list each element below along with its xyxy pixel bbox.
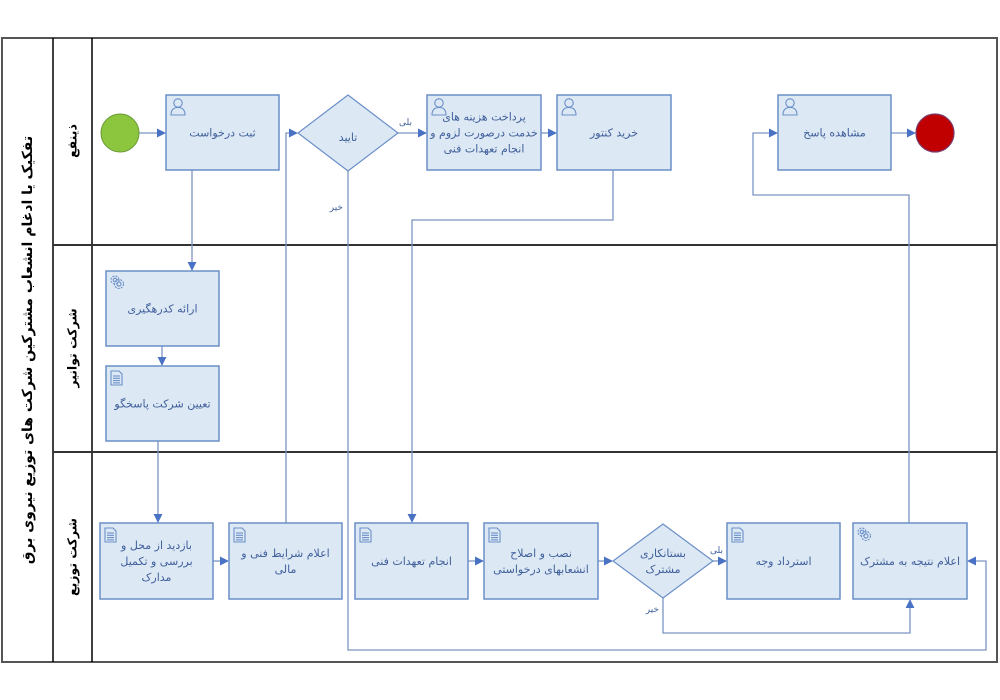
task-box[interactable]: [105, 365, 220, 442]
flow-creditor-no-to-result[interactable]: [662, 598, 915, 634]
flow-result-to-view-response[interactable]: [752, 128, 910, 523]
task-box[interactable]: [483, 522, 599, 600]
label-line: ثبت درخواست: [189, 127, 255, 140]
task-refund[interactable]: استرداد وجه: [726, 522, 841, 600]
task-box[interactable]: [228, 522, 343, 600]
start-event[interactable]: [100, 113, 140, 153]
task-install-fix[interactable]: نصب و اصلاح انشعابهای درخواستی: [483, 522, 599, 600]
label-line: تعیین شرکت پاسخگو: [113, 398, 210, 411]
end-event[interactable]: [915, 113, 955, 153]
task-label: ارائه کدرهگیری: [127, 303, 197, 316]
task-box[interactable]: [165, 94, 280, 171]
task-box[interactable]: [99, 522, 214, 600]
task-assign-company[interactable]: تعیین شرکت پاسخگو: [105, 365, 220, 442]
task-box[interactable]: [426, 94, 542, 171]
label-line: بستانکاری: [640, 547, 686, 560]
task-pay-fees[interactable]: پرداخت هزینه های خدمت درصورت لزوم و انجام …: [426, 94, 542, 171]
creditor-yes-label: بلی: [710, 546, 723, 556]
gateway-creditor[interactable]: بستانکاری مشترک: [611, 523, 715, 599]
gateway-approval[interactable]: تایید: [297, 94, 399, 172]
label-line: انجام تعهدات فنی: [371, 555, 452, 568]
task-label: اعلام شرایط فنی و مالی: [240, 547, 329, 576]
task-announce-conditions[interactable]: اعلام شرایط فنی و مالی: [228, 522, 343, 600]
task-box[interactable]: [852, 522, 968, 600]
gear-icon: [110, 275, 125, 290]
user-icon: [782, 98, 798, 116]
task-label: خرید کنتور: [589, 127, 638, 140]
task-label: تعیین شرکت پاسخگو: [113, 398, 210, 411]
gateway-approval-shape[interactable]: [297, 94, 399, 172]
approval-yes-label: بلی: [399, 118, 412, 128]
task-box[interactable]: [556, 94, 672, 171]
user-icon: [561, 98, 577, 116]
task-label: اعلام نتیجه به مشترک: [860, 555, 960, 568]
label-line: انشعابهای درخواستی: [493, 563, 589, 576]
lane-label-tavanir: شرکت توانیر: [65, 308, 80, 388]
label-line: مشاهده پاسخ: [803, 127, 866, 140]
gateway-approval-label: تایید: [339, 131, 358, 144]
label-line: بررسی و تکمیل: [120, 555, 192, 568]
task-box[interactable]: [105, 270, 220, 347]
task-register-request[interactable]: ثبت درخواست: [165, 94, 280, 171]
gateway-creditor-label: بستانکاری مشترک: [640, 547, 686, 576]
task-label: بازدید از محل و بررسی و تکمیل مدارک: [120, 539, 193, 584]
document-icon: [104, 527, 117, 543]
label-line: ارائه کدرهگیری: [127, 303, 197, 316]
task-label: پرداخت هزینه های خدمت درصورت لزوم و انجام …: [429, 111, 538, 156]
task-label: انجام تعهدات فنی: [371, 555, 452, 568]
label-line: نصب و اصلاح: [510, 547, 572, 560]
flow-approval-no-to-result[interactable]: [347, 171, 987, 651]
task-box[interactable]: [726, 522, 841, 600]
sequence-flows: [139, 128, 987, 651]
label-line: مشترک: [646, 563, 681, 576]
task-label: استرداد وجه: [755, 555, 811, 568]
flow-announce-to-approval[interactable]: [285, 128, 298, 523]
task-site-visit[interactable]: بازدید از محل و بررسی و تکمیل مدارک: [99, 522, 214, 600]
task-do-technical[interactable]: انجام تعهدات فنی: [354, 522, 469, 600]
tasks: ثبت درخواست پرداخت هزینه های خدمت درصورت ل…: [99, 94, 968, 600]
task-provide-tracking-code[interactable]: ارائه کدرهگیری: [105, 270, 220, 347]
document-icon: [488, 527, 501, 543]
label-line: انجام تعهدات فنی: [444, 143, 525, 156]
gear-icon: [857, 527, 872, 542]
label-line: خدمت درصورت لزوم و: [429, 127, 538, 140]
label-line: پرداخت هزینه های: [442, 111, 526, 124]
lane-label-applicant: ذینفع: [65, 124, 80, 158]
gateway-creditor-shape[interactable]: [611, 523, 715, 599]
creditor-no-label: خیر: [645, 605, 659, 615]
label-line: بازدید از محل و: [120, 539, 192, 552]
document-icon: [110, 370, 123, 386]
label-line: تایید: [339, 131, 358, 144]
label-line: مدارک: [142, 571, 172, 584]
document-icon: [359, 527, 372, 543]
label-line: اعلام شرایط فنی و: [240, 547, 329, 560]
approval-no-label: خیر: [329, 203, 343, 213]
document-icon: [731, 527, 744, 543]
pool-title: تفکیک یا ادغام انشعاب مشترکین شرکت های ت…: [20, 136, 36, 564]
task-label: نصب و اصلاح انشعابهای درخواستی: [493, 547, 589, 576]
task-label: مشاهده پاسخ: [803, 127, 866, 140]
lane-label-distribution: شرکت توزیع: [65, 518, 80, 596]
user-icon: [431, 98, 447, 116]
flow-buy-meter-to-technical[interactable]: [407, 170, 614, 523]
task-box[interactable]: [354, 522, 469, 600]
task-label: ثبت درخواست: [189, 127, 255, 140]
task-buy-meter[interactable]: خرید کنتور: [556, 94, 672, 171]
label-line: اعلام نتیجه به مشترک: [860, 555, 960, 568]
label-line: خرید کنتور: [589, 127, 638, 140]
task-view-response[interactable]: مشاهده پاسخ: [777, 94, 892, 171]
task-box[interactable]: [777, 94, 892, 171]
document-icon: [233, 527, 246, 543]
label-line: مالی: [275, 563, 297, 576]
user-icon: [170, 98, 186, 116]
label-line: استرداد وجه: [755, 555, 811, 568]
task-announce-result[interactable]: اعلام نتیجه به مشترک: [852, 522, 968, 600]
